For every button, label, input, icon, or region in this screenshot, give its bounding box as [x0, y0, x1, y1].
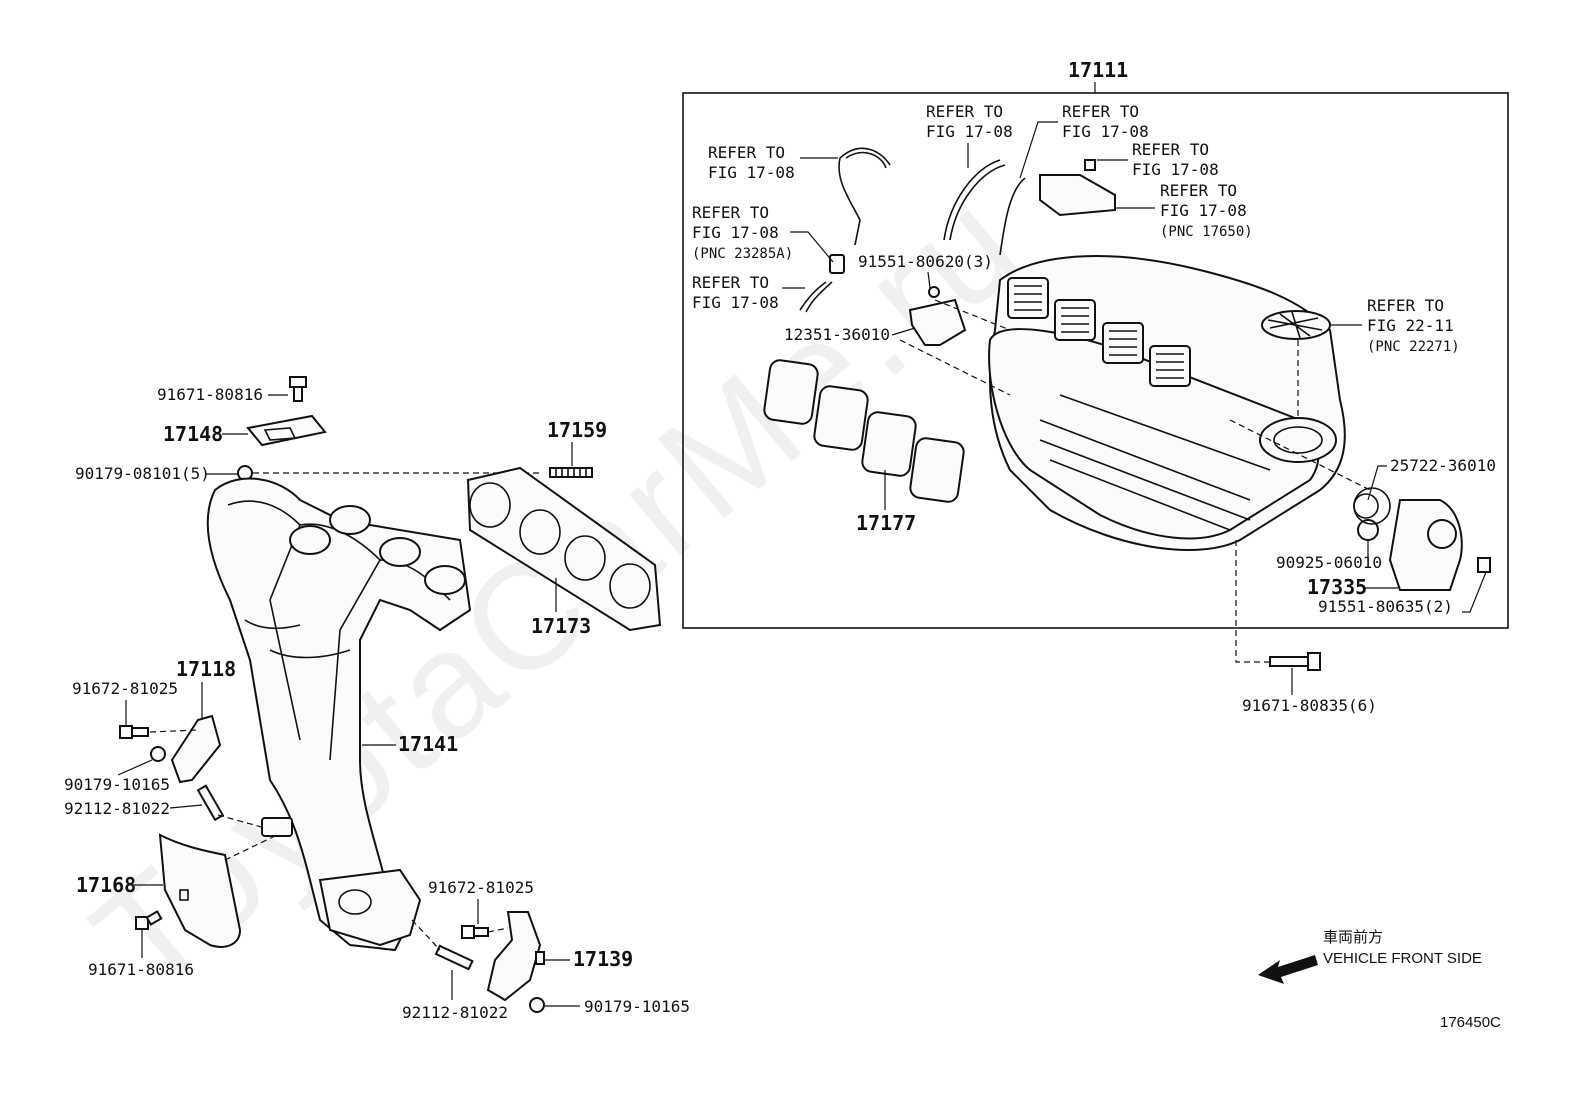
bolt-bottom-illustration: [135, 910, 163, 930]
refer-label-5[interactable]: REFER TO FIG 17-08: [1019, 102, 1149, 179]
refer-label-7[interactable]: REFER TO FIG 17-08 (PNC 17650): [1116, 181, 1253, 240]
bracket-17118-illustration: [170, 714, 222, 784]
svg-text:REFER TO: REFER TO: [1160, 181, 1237, 200]
part-91671-80816-top[interactable]: 91671-80816: [157, 385, 263, 404]
part-17159[interactable]: 17159: [547, 418, 607, 442]
heat-insulator-plate-illustration: [246, 414, 327, 447]
left-arrow-icon: [1258, 955, 1318, 984]
svg-text:FIG 17-08: FIG 17-08: [1062, 122, 1149, 141]
refer-label-3[interactable]: REFER TO FIG 17-08: [692, 273, 805, 312]
part-17177[interactable]: 17177: [856, 511, 916, 535]
part-91672-81025-right[interactable]: 91672-81025: [428, 878, 534, 897]
nut-right-illustration: [529, 997, 545, 1013]
svg-text:FIG 17-08: FIG 17-08: [1132, 160, 1219, 179]
part-90179-10165-left[interactable]: 90179-10165: [64, 775, 170, 794]
part-92112-81022-right[interactable]: 92112-81022: [402, 1003, 508, 1022]
part-90925-06010[interactable]: 90925-06010: [1276, 553, 1382, 572]
direction-japanese: 車両前方: [1323, 929, 1383, 946]
svg-text:REFER TO: REFER TO: [1132, 140, 1209, 159]
nut-left-illustration: [150, 746, 166, 762]
refer-label-8[interactable]: REFER TO FIG 22-11 (PNC 22271): [1330, 296, 1460, 355]
part-17148[interactable]: 17148: [163, 422, 223, 446]
part-12351-36010[interactable]: 12351-36010: [784, 325, 890, 344]
refer-label-4[interactable]: REFER TO FIG 17-08: [926, 102, 1013, 168]
svg-text:FIG 17-08: FIG 17-08: [926, 122, 1013, 141]
svg-text:(PNC 17650): (PNC 17650): [1160, 224, 1253, 240]
svg-text:FIG 17-08: FIG 17-08: [692, 223, 779, 242]
svg-text:REFER TO: REFER TO: [926, 102, 1003, 121]
bracket-12351-illustration: [908, 286, 967, 346]
part-17173[interactable]: 17173: [531, 614, 591, 638]
svg-text:REFER TO: REFER TO: [1062, 102, 1139, 121]
direction-english: VEHICLE FRONT SIDE: [1323, 950, 1482, 967]
part-91551-80620[interactable]: 91551-80620(3): [858, 252, 993, 271]
part-90179-10165-right[interactable]: 90179-10165: [584, 997, 690, 1016]
stud-17159-illustration: [549, 467, 593, 478]
bolt-top-illustration: [289, 376, 307, 402]
bolt-left-illustration: [119, 725, 149, 739]
insulator-17168-illustration: [158, 833, 242, 948]
pcv-hose-illustration: [799, 147, 1026, 313]
intake-manifold-group: 17111: [682, 58, 1509, 663]
part-17168[interactable]: 17168: [76, 873, 136, 897]
part-92112-81022-left[interactable]: 92112-81022: [64, 799, 170, 818]
svg-text:FIG 17-08: FIG 17-08: [692, 293, 779, 312]
intake-box-label[interactable]: 17111: [1068, 58, 1128, 82]
svg-text:FIG 17-08: FIG 17-08: [1160, 201, 1247, 220]
intake-gaskets-illustration: [763, 359, 965, 503]
svg-text:REFER TO: REFER TO: [1367, 296, 1444, 315]
stud-right-illustration: [434, 944, 474, 971]
refer-label-2[interactable]: REFER TO FIG 17-08 (PNC 23285A): [692, 203, 834, 263]
svg-text:REFER TO: REFER TO: [692, 273, 769, 292]
refer-label-6[interactable]: REFER TO FIG 17-08: [1097, 140, 1219, 179]
svg-text:FIG 17-08: FIG 17-08: [708, 163, 795, 182]
part-91671-80816-bottom[interactable]: 91671-80816: [88, 960, 194, 979]
svg-text:REFER TO: REFER TO: [692, 203, 769, 222]
intake-manifold-illustration: [988, 255, 1346, 551]
part-91671-80835[interactable]: 91671-80835(6): [1242, 696, 1377, 715]
throttle-body-illustration: [1353, 487, 1491, 591]
part-91672-81025-left[interactable]: 91672-81025: [72, 679, 178, 698]
figure-code: 176450C: [1440, 1014, 1501, 1031]
refer-label-1[interactable]: REFER TO FIG 17-08: [708, 143, 838, 182]
part-90179-08101[interactable]: 90179-08101(5): [75, 464, 210, 483]
svg-text:REFER TO: REFER TO: [708, 143, 785, 162]
part-17335[interactable]: 17335: [1307, 575, 1367, 599]
bracket-17139-illustration: [486, 911, 545, 1002]
exhaust-manifold-illustration: [206, 477, 472, 952]
svg-text:(PNC 23285A): (PNC 23285A): [692, 246, 793, 262]
vsv-bracket-illustration: [1039, 159, 1116, 217]
svg-text:(PNC 22271): (PNC 22271): [1367, 339, 1460, 355]
part-17141[interactable]: 17141: [398, 732, 458, 756]
part-91551-80635[interactable]: 91551-80635(2): [1318, 597, 1453, 616]
stud-left-illustration: [196, 784, 225, 822]
exhaust-gasket-illustration: [466, 466, 662, 632]
part-17118[interactable]: 17118: [176, 657, 236, 681]
svg-text:FIG 22-11: FIG 22-11: [1367, 316, 1454, 335]
bolt-91671-80835-illustration: [1269, 652, 1321, 671]
bolt-right-illustration: [461, 925, 489, 939]
part-17139[interactable]: 17139: [573, 947, 633, 971]
part-25722-36010[interactable]: 25722-36010: [1390, 456, 1496, 475]
